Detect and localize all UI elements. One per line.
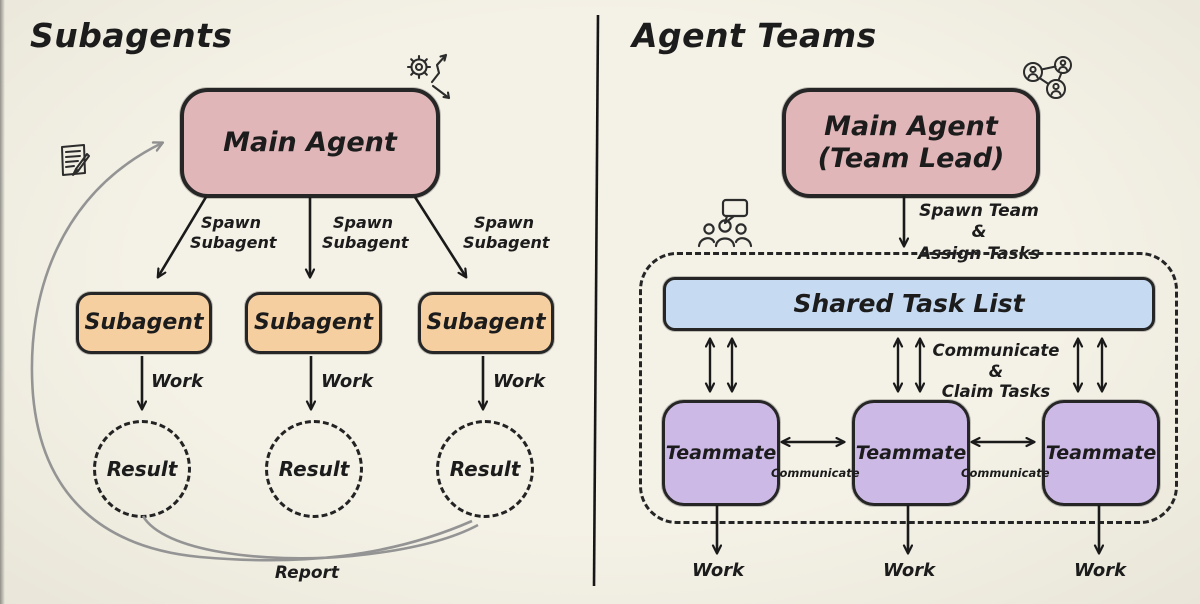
team-lead-label-line1: Main Agent	[824, 110, 998, 142]
spawn-team-label: Spawn Team &Assign Tasks	[917, 201, 1040, 264]
shared-task-list-label: Shared Task List	[793, 289, 1025, 318]
team-lead-box: Main Agent (Team Lead)	[782, 88, 1040, 198]
teammate-label-1: Teammate	[665, 441, 777, 464]
teammate-box-3: Teammate	[1042, 400, 1160, 506]
communicate-label-2: Communicate	[961, 466, 1050, 480]
communicate-label-1: Communicate	[771, 466, 860, 480]
subagents-title: Subagents	[30, 16, 233, 55]
report-label: Report	[274, 563, 340, 583]
team-work-label-1: Work	[691, 560, 745, 581]
claim-tasks-label: Communicate &Claim Tasks	[932, 341, 1060, 402]
gear-spawn-icon	[404, 48, 464, 106]
work-label-3: Work	[493, 371, 546, 392]
team-work-label-2: Work	[882, 560, 936, 581]
team-chat-icon	[692, 198, 762, 252]
shared-task-list-bar: Shared Task List	[663, 277, 1155, 331]
agent-teams-title: Agent Teams	[632, 16, 877, 55]
teammate-label-2: Teammate	[855, 441, 967, 464]
teammate-label-3: Teammate	[1045, 441, 1157, 464]
agent-network-icon	[1020, 55, 1084, 101]
teammate-box-1: Teammate	[662, 400, 780, 506]
teammate-box-2: Teammate	[852, 400, 970, 506]
team-work-label-3: Work	[1073, 560, 1127, 581]
team-lead-label-line2: (Team Lead)	[817, 143, 1005, 174]
